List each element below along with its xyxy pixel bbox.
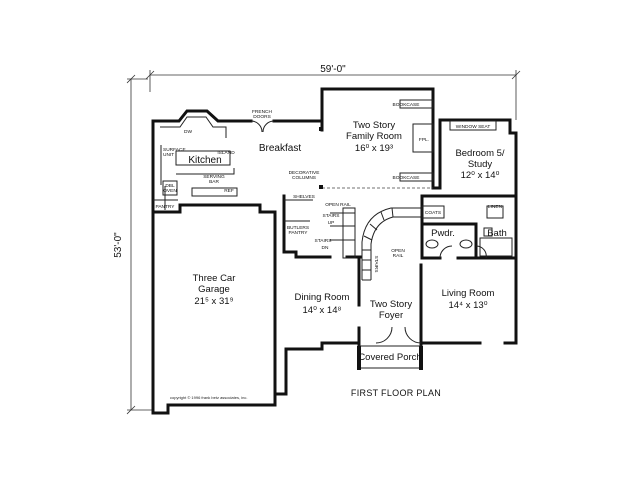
pantry-label: PANTRY <box>155 204 175 210</box>
powder-name: Pwdr. <box>431 228 455 239</box>
kitchen-name: Kitchen <box>188 155 221 166</box>
bookcase-bottom-label: BOOKCASE <box>393 175 420 181</box>
dining-name: Dining Room <box>295 292 350 303</box>
decorative-columns-label-2: COLUMNS <box>292 175 316 181</box>
window-seat-label: WINDOW SEAT <box>456 124 491 130</box>
kitchen-fixtures <box>160 116 323 197</box>
family-room-size: 16⁰ x 19³ <box>355 143 393 154</box>
foyer-name-2: Foyer <box>379 310 403 321</box>
bedroom-name-1: Bedroom 5/ <box>455 148 504 159</box>
overall-dimensions: 59'-0" 53'-0" <box>113 64 521 415</box>
copyright-text: copyright © 1996 frank betz associates, … <box>170 395 247 400</box>
exterior-walls <box>151 87 518 415</box>
doors <box>250 120 513 344</box>
detail-labels: FRENCH DOORS BOOKCASE BOOKCASE FPL. WIND… <box>155 102 502 272</box>
dbl-oven-label-1: DBL <box>165 183 175 189</box>
ref-label: REF <box>224 188 234 194</box>
shelves-label: SHELVES <box>293 194 315 200</box>
bath-name: Bath <box>487 228 507 239</box>
room-labels: Two Story Family Room 16⁰ x 19³ Breakfas… <box>188 120 506 363</box>
open-rail-side-label-1: OPEN <box>391 248 405 254</box>
open-rail-top-label: OPEN RAIL <box>325 202 351 208</box>
bedroom-name-2: Study <box>468 159 493 170</box>
covered-porch <box>357 345 423 370</box>
fireplace-label: FPL. <box>419 137 429 143</box>
butlers-pantry-label-1: BUTLERS <box>287 225 309 231</box>
serving-bar-label-1: SERVING <box>203 174 225 180</box>
living-size: 14⁴ x 13⁰ <box>448 300 487 311</box>
french-doors-label-2: DOORS <box>253 114 271 120</box>
garage-size: 21⁵ x 31⁹ <box>194 296 233 307</box>
family-room-name-2: Family Room <box>346 131 402 142</box>
dbl-oven-label-2: OVEN <box>163 188 177 194</box>
plan-title: FIRST FLOOR PLAN <box>351 388 441 398</box>
bedroom-size: 12⁰ x 14⁰ <box>461 170 500 181</box>
open-rail-side-label-2: RAIL <box>393 253 404 259</box>
porch-name: Covered Porch <box>358 352 421 363</box>
serving-bar-label-2: BAR <box>209 179 219 185</box>
surface-unit-label-1: SURFACE <box>163 147 186 153</box>
garage-name-2: Garage <box>198 284 230 295</box>
overall-depth-label: 53'-0" <box>113 232 124 258</box>
stairs-small-label: STAIRS <box>373 256 379 273</box>
garage-name-1: Three Car <box>193 273 236 284</box>
interior-walls <box>151 99 518 396</box>
bookcase-top-label: BOOKCASE <box>393 102 420 108</box>
french-doors-label-1: FRENCH <box>252 109 273 115</box>
coats-label: COATS <box>425 210 441 216</box>
breakfast-name: Breakfast <box>259 143 301 154</box>
decorative-columns-label-1: DECORATIVE <box>289 170 320 176</box>
dining-size: 14⁰ x 14⁸ <box>303 305 342 316</box>
dn-label: DN <box>322 245 329 251</box>
overall-width-label: 59'-0" <box>320 64 346 75</box>
foyer-name-1: Two Story <box>370 299 412 310</box>
surface-unit-label-2: UNIT <box>163 152 174 158</box>
stairs-up-label: STAIRS <box>323 213 340 219</box>
linen-label: LINEN <box>488 204 503 210</box>
up-label: UP <box>328 220 335 226</box>
stairs-dn-label: STAIRS <box>315 238 332 244</box>
family-room-name-1: Two Story <box>353 120 395 131</box>
dw-label: DW <box>184 129 192 135</box>
living-name: Living Room <box>442 288 495 299</box>
butlers-pantry-label-2: PANTRY <box>288 230 308 236</box>
island-label: ISLAND <box>217 150 235 156</box>
